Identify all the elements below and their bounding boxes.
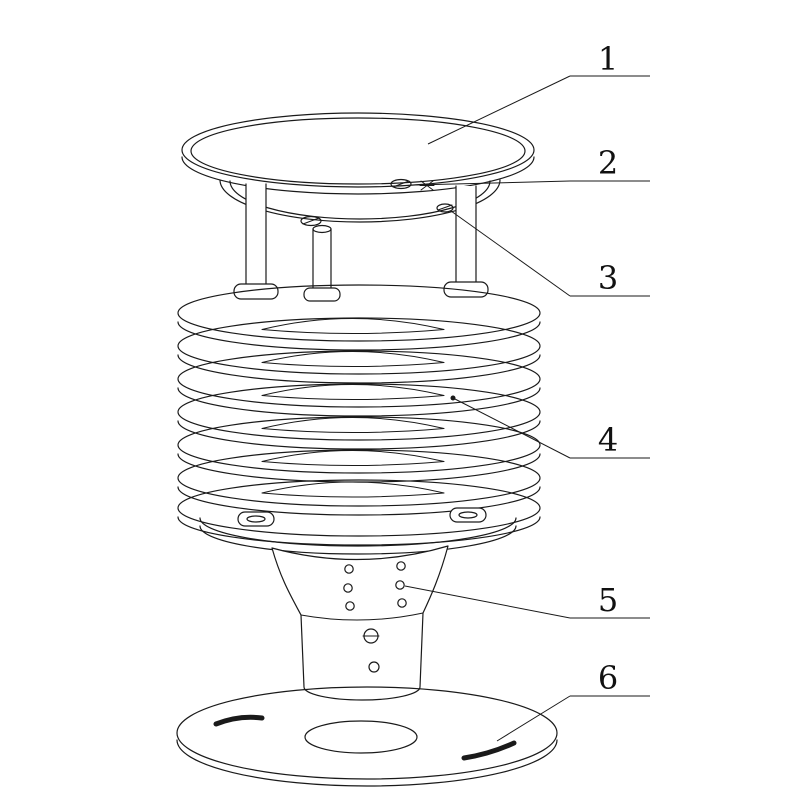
mounting-base: [176, 686, 558, 787]
vent-holes: [343, 561, 407, 611]
louver-rim-lower: [177, 420, 541, 450]
post-left-body: [246, 184, 266, 293]
vent-hole: [343, 583, 353, 593]
louver-rim: [177, 416, 541, 474]
support-posts: [245, 183, 477, 300]
screw-head: [390, 178, 412, 190]
base-bottom-rim: [176, 739, 558, 787]
louver-gap-openings: [261, 318, 445, 498]
screw-slot: [437, 204, 453, 211]
louver-rim-lower: [177, 321, 541, 351]
louver-rim-lower: [177, 516, 541, 546]
louver-6: [177, 449, 541, 516]
gap-opening: [261, 384, 445, 400]
louver-1: [177, 284, 541, 351]
louver-rim: [177, 449, 541, 507]
callout-1-label: 1: [598, 40, 618, 78]
callout-5-leader: [404, 585, 571, 619]
post-mid-body: [313, 229, 331, 299]
tab-left: [233, 283, 279, 300]
louver-4: [177, 383, 541, 450]
callout-1: 1: [427, 40, 650, 145]
callout-2: 2: [413, 144, 650, 186]
vent-hole: [344, 564, 354, 574]
screw-slot: [302, 217, 320, 225]
vent-hole-target: [395, 580, 405, 590]
louver-rim: [177, 350, 541, 408]
louver-7: [177, 479, 541, 546]
post-right-body: [456, 186, 476, 293]
callout-1-leader: [427, 75, 571, 145]
plate-rim-lower: [199, 525, 517, 555]
callout-4: 4: [450, 395, 650, 459]
top-cap-bottom-rim: [181, 156, 535, 195]
gap-opening: [261, 318, 445, 334]
louver-rim: [177, 284, 541, 342]
callout-6-leader: [496, 695, 571, 742]
funnel-transition-line: [300, 612, 424, 621]
plate-tab-left: [237, 511, 275, 527]
plate-slot-left: [246, 515, 266, 523]
louver-stack: [177, 284, 541, 546]
louver-rim-lower: [177, 354, 541, 384]
post-screw: [436, 203, 454, 213]
plate-front-edge: [199, 517, 517, 547]
louver-2: [177, 317, 541, 384]
vent-hole: [345, 601, 355, 611]
louver-rim: [177, 479, 541, 537]
louver-rim: [177, 383, 541, 441]
callout-4-leader: [452, 397, 571, 459]
funnel-body: [271, 545, 449, 701]
louver-rim-lower: [177, 387, 541, 417]
callout-6-label: 6: [598, 659, 618, 697]
callout-3-label: 3: [598, 259, 618, 297]
base-center-hole: [304, 720, 418, 754]
callout-5-label: 5: [598, 581, 618, 619]
gap-opening: [261, 450, 445, 466]
top-cap-inner-edge: [190, 117, 526, 185]
top-cap: [181, 112, 535, 195]
stack-bottom-plate: [199, 507, 517, 555]
cap-screw-right: [390, 178, 435, 191]
callout-6: 6: [496, 659, 650, 742]
gap-opening: [261, 481, 445, 498]
screw-head: [436, 203, 454, 213]
gap-opening: [261, 417, 445, 433]
callout-2-leader: [413, 180, 571, 186]
callout-2-label: 2: [598, 144, 618, 182]
post-mount-tabs: [233, 281, 489, 302]
callouts: 1 2 3 4 5 6: [404, 40, 650, 742]
louver-3: [177, 350, 541, 417]
underside-outer-arc: [219, 179, 501, 223]
callout-3: 3: [450, 210, 650, 297]
tab-right: [443, 281, 489, 298]
base-top-edge: [176, 686, 558, 780]
pedestal-hole: [368, 661, 380, 673]
pedestal-screw: [362, 628, 380, 644]
callout-4-label: 4: [598, 421, 618, 459]
post-mid-top: [312, 224, 332, 234]
gap-opening: [261, 351, 445, 367]
base-arc-slot-left: [213, 714, 265, 727]
plate-slot-right: [458, 511, 478, 519]
pedestal-funnel: [271, 545, 449, 701]
top-cap-outer-edge: [181, 112, 535, 188]
plate-tab-right: [449, 507, 487, 523]
callout-5: 5: [404, 581, 650, 619]
vent-hole: [396, 561, 406, 571]
screw-head: [300, 215, 322, 227]
vent-hole: [397, 598, 407, 608]
louver-rim-lower: [177, 486, 541, 516]
tab-mid: [303, 287, 341, 302]
callout-4-leader-dot: [450, 395, 456, 401]
base-arc-slot-right: [461, 740, 517, 761]
cap-screw-left: [300, 215, 322, 227]
screw-slot: [392, 180, 410, 188]
callout-3-leader: [450, 210, 571, 297]
louver-rim: [177, 317, 541, 375]
